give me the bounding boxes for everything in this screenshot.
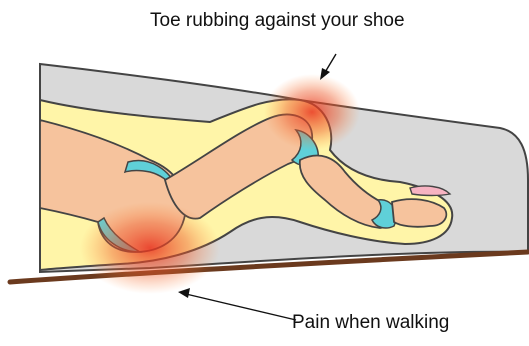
callout-pain-walking: Pain when walking [292,312,449,334]
inflammation-ball-of-foot [80,202,220,294]
arrow-pain-walking [178,288,296,320]
inflammation-toe-top [264,74,360,150]
arrow-toe-rubbing [320,54,336,80]
callout-toe-rubbing: Toe rubbing against your shoe [150,10,405,32]
